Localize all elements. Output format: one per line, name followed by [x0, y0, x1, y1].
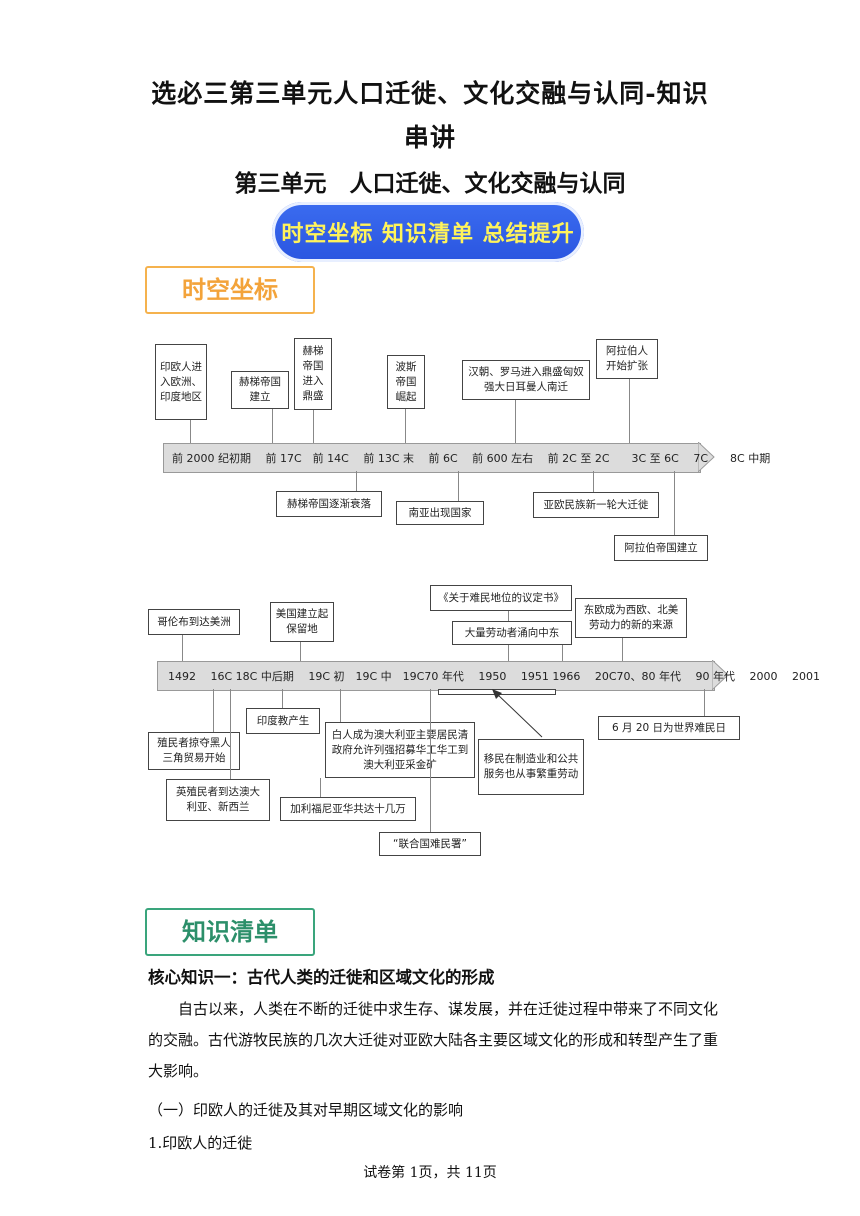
t1-box-arab-empire: 阿拉伯帝国建立	[614, 535, 708, 561]
doc-title-line2: 串讲	[403, 123, 456, 152]
timeline1-arrowhead	[698, 442, 715, 473]
t2-box-hinduism: 印度教产生	[246, 708, 320, 734]
banner-timeline: 时空坐标	[145, 266, 315, 314]
t1-box-indoeuropean: 印欧人进入欧洲、印度地区	[155, 344, 207, 420]
t2-box-manufacturing: 移民在制造业和公共服务也从事繁重劳动	[478, 739, 584, 795]
core-knowledge-heading: 核心知识一：古代人类的迁徙和区域文化的形成	[148, 968, 495, 987]
t1-box-hittite-decline: 赫梯帝国逐渐衰落	[276, 491, 382, 517]
t2-box-eastern-europe: 东欧成为西欧、北美劳动力的新的来源	[575, 598, 687, 638]
item-heading: 1.印欧人的迁徙	[148, 1134, 253, 1152]
t2-box-unhcr: “联合国难民署”	[379, 832, 481, 856]
t1-box-migration: 亚欧民族新一轮大迁徙	[533, 492, 659, 518]
t1-box-han-rome: 汉朝、罗马进入鼎盛匈奴强大日耳曼人南迁	[462, 360, 590, 400]
timeline1-bar	[163, 443, 701, 473]
t1-box-hittite-peak: 赫梯帝国进入鼎盛	[294, 338, 332, 410]
t2-box-california: 加利福尼亚华共达十几万	[280, 797, 416, 821]
timeline2-arrowhead	[712, 660, 729, 691]
page-footer: 试卷第 1页，共 11页	[363, 1165, 497, 1181]
t2-box-protocol: 《关于难民地位的议定书》	[430, 585, 572, 611]
t2-box-slave-trade: 殖民者掠夺黑人三角贸易开始	[148, 732, 240, 770]
t1-box-hittite-founded: 赫梯帝国建立	[231, 371, 289, 409]
t2-box-reservation: 美国建立起保留地	[270, 602, 334, 642]
t2-box-refugee-day: 6 月 20 日为世界难民日	[598, 716, 740, 740]
t1-box-arab-expansion: 阿拉伯人开始扩张	[596, 339, 658, 379]
timeline2-bar	[157, 661, 715, 691]
section-pill: 时空坐标 知识清单 总结提升	[272, 202, 584, 262]
timeline2-axis-labels: 1492 16C 18C 中后期 19C 初 19C 中 19C70 年代 19…	[168, 670, 820, 683]
timeline1-axis-labels: 前 2000 纪初期 前 17C 前 14C 前 13C 末 前 6C 前 60…	[172, 452, 771, 465]
banner-knowledge: 知识清单	[145, 908, 315, 956]
t2-box-white-australia: 白人成为澳大利亚主要居民清政府允许列强招募华工华工到澳大利亚采金矿	[325, 722, 475, 778]
t2-arrow-pointer	[492, 689, 543, 738]
t2-box-middle-east: 大量劳动者涌向中东	[452, 621, 572, 645]
t1-box-persia: 波斯帝国崛起	[387, 355, 425, 409]
t2-box-australia: 英殖民者到达澳大利亚、新西兰	[166, 779, 270, 821]
section-heading: （一）印欧人的迁徙及其对早期区域文化的影响	[148, 1101, 464, 1119]
intro-paragraph: 自古以来，人类在不断的迁徙中求生存、谋发展，并在迁徙过程中带来了不同文化的交融。…	[148, 1000, 719, 1080]
doc-title-line1: 选必三第三单元人口迁徙、文化交融与认同-知识	[151, 79, 709, 108]
doc-subtitle: 第三单元 人口迁徙、文化交融与认同	[234, 170, 626, 197]
t2-box-columbus: 哥伦布到达美洲	[148, 609, 240, 635]
t1-box-south-asia: 南亚出现国家	[396, 501, 484, 525]
